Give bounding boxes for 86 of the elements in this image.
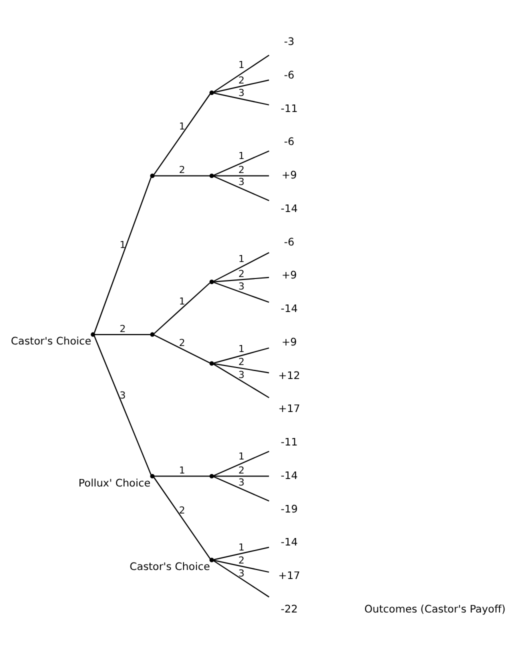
- edge-label: 3: [238, 477, 244, 488]
- edge-label: 1: [238, 451, 244, 462]
- node-label: Pollux' Choice: [78, 477, 151, 490]
- node-text: +9: [282, 336, 297, 348]
- node-text: -6: [284, 136, 294, 148]
- edge-label: 1: [238, 151, 244, 162]
- edge-label: 1: [238, 254, 244, 266]
- edge-label: 1: [238, 60, 244, 71]
- connector: [214, 476, 269, 477]
- connector: [213, 252, 270, 282]
- edge-label: 2: [238, 555, 244, 566]
- node-text: -6: [284, 69, 294, 82]
- node-text: -3: [284, 36, 294, 48]
- edge-label: 2: [238, 75, 244, 86]
- node-text: +17: [278, 403, 300, 416]
- connector: [214, 80, 270, 93]
- edge-label: 3: [238, 370, 244, 381]
- edge-label: 2: [120, 324, 126, 335]
- edge-label: 1: [178, 466, 186, 477]
- node-text: -11: [280, 436, 298, 449]
- node-text: -14: [280, 303, 298, 316]
- edge-label: 3: [238, 177, 244, 188]
- edge-label: 1: [238, 344, 244, 355]
- node-text: -14: [280, 202, 298, 215]
- connector: [94, 334, 150, 336]
- node-circle: [150, 474, 155, 478]
- connector: [213, 364, 270, 398]
- connector: [154, 334, 210, 364]
- connector: [214, 560, 270, 573]
- edge-label: 2: [238, 357, 244, 368]
- label: Outcomes (Castor's Payoff): [364, 603, 506, 616]
- connector: [214, 363, 270, 374]
- connector: [213, 476, 270, 502]
- node-circle: [209, 558, 214, 562]
- node-text: -14: [280, 470, 298, 482]
- connector: [153, 94, 211, 175]
- node-text: +12: [278, 370, 300, 382]
- connector: [214, 282, 270, 303]
- node-circle: [209, 174, 214, 178]
- connector: [154, 175, 210, 176]
- connector: [213, 54, 270, 92]
- connector: [94, 336, 152, 475]
- edge-label: 1: [238, 542, 244, 554]
- edge-label: 2: [238, 268, 244, 280]
- edge-label: 1: [178, 296, 186, 308]
- node-text: -14: [280, 536, 298, 549]
- connector: [214, 546, 270, 560]
- edge-label: 3: [238, 282, 244, 293]
- connector: [214, 347, 270, 364]
- connector: [94, 177, 152, 333]
- edge-label: 2: [238, 466, 244, 477]
- connector: [154, 476, 210, 477]
- connector: [214, 92, 270, 106]
- connector: [213, 450, 270, 476]
- node-circle: [209, 361, 214, 366]
- node-circle: [209, 90, 214, 95]
- edge-label: 2: [178, 165, 186, 176]
- edge-label: 3: [120, 390, 126, 402]
- node-circle: [150, 332, 155, 337]
- connector: [213, 150, 270, 176]
- node-label: Castor's Choice: [130, 561, 210, 574]
- edge-label: 1: [120, 240, 126, 252]
- edge-label: 3: [238, 568, 244, 580]
- node-text: -22: [280, 603, 298, 616]
- node-text: +9: [282, 270, 297, 282]
- node-text: -11: [280, 102, 298, 115]
- connector: [213, 560, 270, 598]
- node-circle: [90, 332, 96, 337]
- node-text: +9: [282, 170, 297, 182]
- edge-label: 2: [238, 165, 244, 176]
- connector: [214, 276, 270, 282]
- node-text: +17: [278, 570, 300, 582]
- connector: [214, 175, 269, 176]
- edge-label: 2: [178, 506, 186, 517]
- edge-label: 1: [178, 121, 186, 132]
- connector: [154, 282, 210, 334]
- connector: [153, 477, 211, 560]
- edge-label: 2: [178, 338, 186, 349]
- node-text: -6: [284, 236, 294, 248]
- node-text: -19: [280, 503, 298, 516]
- node-circle: [150, 174, 155, 178]
- node-circle: [209, 280, 214, 284]
- connector: [213, 176, 270, 202]
- edge-label: 3: [238, 88, 244, 100]
- node-circle: [209, 474, 214, 478]
- node-label: Castor's Choice: [10, 336, 92, 348]
